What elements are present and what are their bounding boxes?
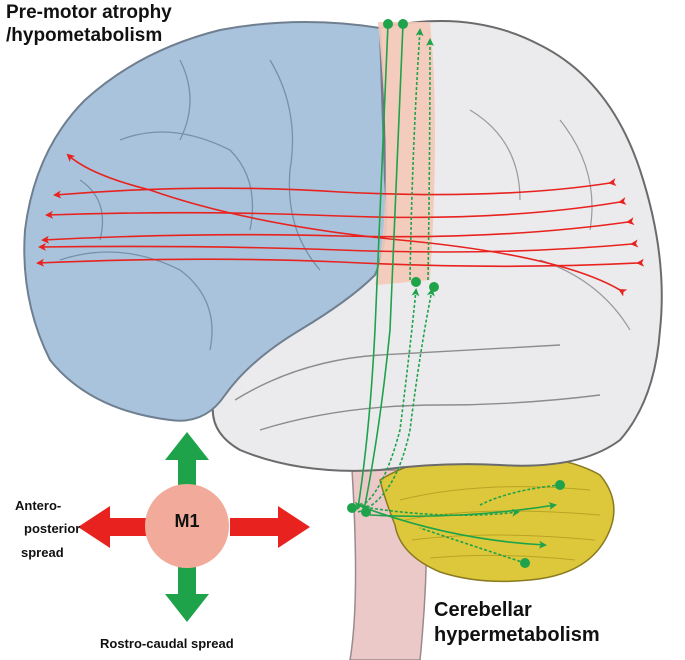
premotor-label-line1: Pre-motor atrophy (6, 2, 172, 23)
premotor-label-line2: /hypometabolism (6, 25, 163, 46)
posterior-arrow (230, 506, 310, 548)
caudal-arrow (165, 564, 209, 622)
rostro-caudal-label: Rostro-caudal spread (100, 636, 234, 651)
rostro-caudal-tracts (351, 23, 561, 564)
antero-label-line1: Antero- (15, 498, 62, 513)
rostral-arrow (165, 432, 209, 490)
cerebellar-label-line2: hypermetabolism (434, 624, 600, 646)
cross-arrows-icon (78, 432, 310, 622)
cerebellar-label-line1: Cerebellar (434, 599, 532, 621)
tract-origin-dots (347, 19, 565, 568)
m1-circle (145, 484, 229, 568)
m1-label: M1 (174, 511, 200, 531)
anterior-arrow (78, 506, 150, 548)
antero-label-line3: spread (21, 545, 64, 560)
antero-label-line2: posterior (24, 521, 81, 536)
antero-posterior-arrows (36, 153, 645, 297)
